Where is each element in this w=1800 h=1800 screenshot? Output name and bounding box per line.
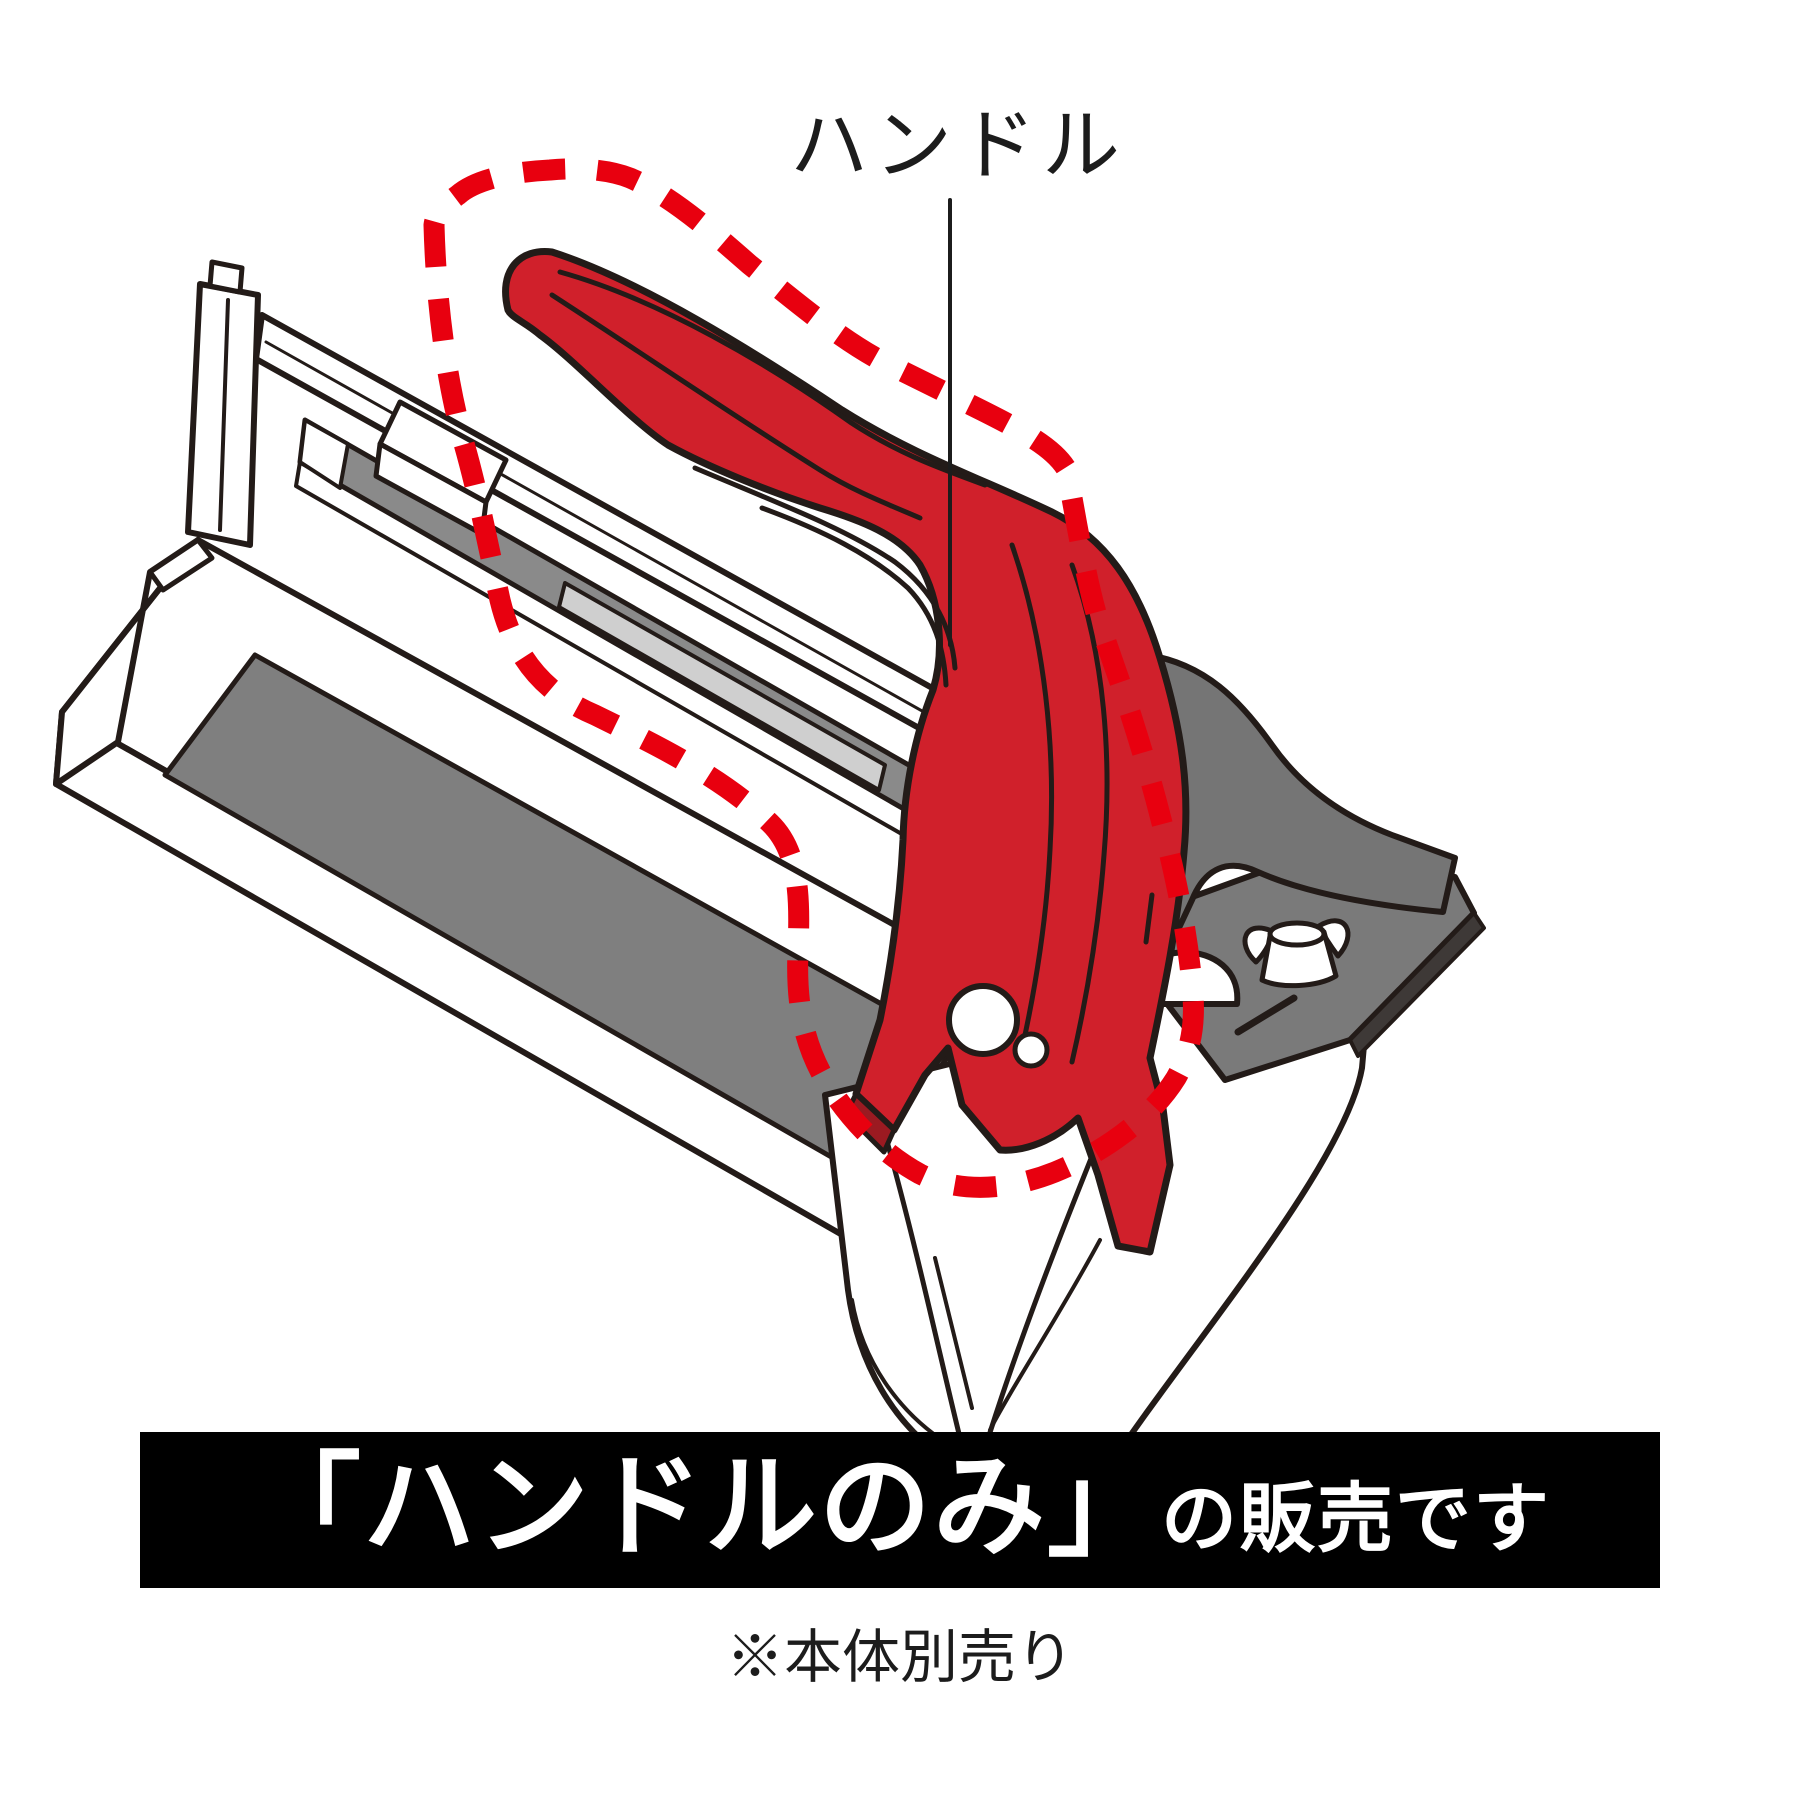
pivot-bolt-large <box>946 983 1020 1057</box>
plate-slot-line <box>1234 994 1298 1036</box>
wing-nut-top <box>1267 920 1327 948</box>
handle-label: ハンドル <box>790 101 1126 189</box>
head-post <box>185 259 261 548</box>
channel-slot <box>557 581 887 792</box>
channel-end-cap <box>298 418 350 490</box>
wing-nut <box>1242 918 1351 989</box>
v-notch-floor-right <box>988 1238 1102 1432</box>
highlight-dash-loop <box>423 158 1204 1198</box>
banner-highlight-text: 「ハンドルのみ」 <box>249 1444 1161 1569</box>
handle-contour-lines <box>549 269 1155 1065</box>
plate-edge <box>1348 911 1486 1058</box>
handle-body <box>502 248 1190 1256</box>
v-notch-left-wall <box>885 1142 969 1465</box>
pivot-bolt-small <box>1012 1031 1050 1069</box>
wing-nut-body <box>1259 929 1339 989</box>
sales-banner: 「ハンドルのみ」の販売です <box>140 1432 1660 1588</box>
footnote-text: ※本体別売り <box>725 1625 1074 1690</box>
v-notch-floor-left <box>933 1256 974 1410</box>
banner-rest-text: の販売です <box>1161 1477 1551 1562</box>
handle <box>502 248 1190 1256</box>
foot-chamfer-line <box>850 1298 950 1446</box>
base-head-lip <box>147 537 215 593</box>
